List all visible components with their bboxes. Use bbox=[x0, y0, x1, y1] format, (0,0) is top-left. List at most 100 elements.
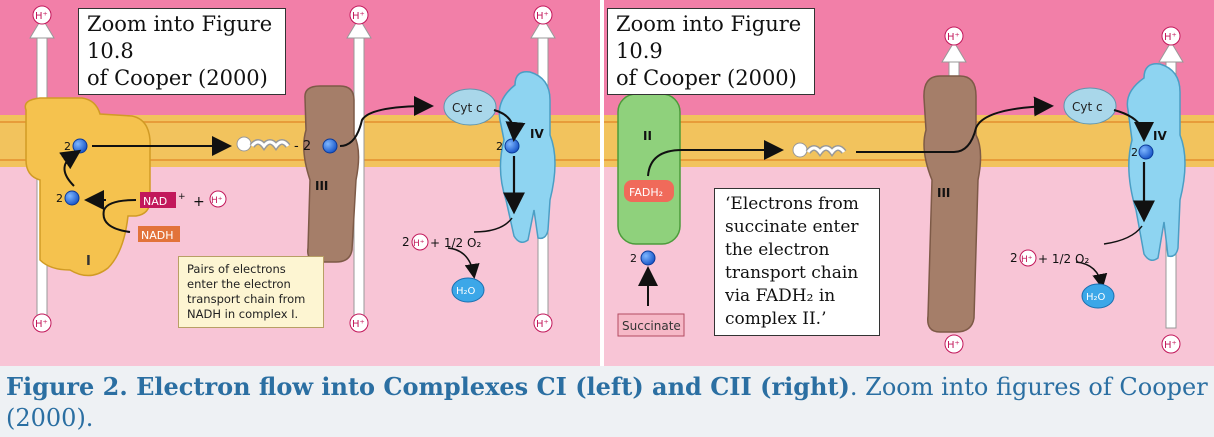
proton-icon: H⁺ bbox=[32, 313, 52, 333]
electron-icon bbox=[504, 138, 520, 154]
water-molecule-icon bbox=[1081, 283, 1115, 309]
proton-icon: H⁺ bbox=[944, 26, 964, 46]
electron-count: 2 bbox=[56, 192, 63, 205]
cyt-c-label: Cyt c bbox=[1072, 100, 1103, 114]
proton-label: H⁺ bbox=[1164, 340, 1177, 351]
proton-icon: H⁺ bbox=[32, 5, 52, 25]
zoom-label-right: Zoom into Figure 10.9 of Cooper (2000) bbox=[607, 8, 815, 95]
quote-line: the electron bbox=[725, 240, 830, 260]
nad-superscript: + bbox=[178, 192, 186, 202]
complex-iii-label: III bbox=[937, 186, 950, 200]
nad-box bbox=[140, 192, 176, 208]
electron-icon bbox=[72, 138, 88, 154]
proton-icon: H⁺ bbox=[349, 313, 369, 333]
electron-count: 2 bbox=[496, 140, 503, 153]
water-label: H₂O bbox=[456, 286, 476, 297]
note-line: NADH in complex I. bbox=[187, 307, 299, 321]
electron-flow-arrow bbox=[339, 96, 434, 147]
complex-i bbox=[24, 97, 151, 277]
proton-label: H⁺ bbox=[211, 196, 223, 206]
electron-icon bbox=[64, 190, 80, 206]
proton-icon: H⁺ bbox=[349, 5, 369, 25]
ubiquinone-electron-label: - 2 bbox=[294, 139, 311, 154]
note-line: Pairs of electrons bbox=[187, 262, 286, 276]
cyt-c bbox=[443, 88, 497, 126]
succinate-box bbox=[617, 313, 685, 337]
proton-label: H⁺ bbox=[1164, 32, 1177, 43]
electron-icon bbox=[640, 250, 656, 266]
proton-icon: H⁺ bbox=[533, 313, 553, 333]
electron-flow-arrow bbox=[59, 149, 82, 187]
quote-line: complex II.’ bbox=[725, 309, 827, 329]
proton-label: H⁺ bbox=[35, 319, 48, 330]
ubiquinone bbox=[236, 136, 291, 152]
cyt-c-label: Cyt c bbox=[452, 101, 483, 115]
fadh2-label: FADH₂ bbox=[629, 186, 663, 199]
proton-label: H⁺ bbox=[413, 239, 425, 249]
water-eq-coefficient: 2 bbox=[402, 235, 410, 249]
zoom-label-line: of Cooper (2000) bbox=[87, 66, 268, 90]
proton-icon: H⁺ bbox=[944, 334, 964, 354]
plus-sign: + bbox=[193, 194, 205, 210]
proton-label: H⁺ bbox=[536, 11, 549, 22]
quote-line: ‘Electrons from bbox=[725, 194, 859, 214]
quote-line: succinate enter bbox=[725, 217, 859, 237]
water-flow-arrow bbox=[447, 247, 480, 279]
inner-membrane bbox=[604, 115, 1214, 167]
cyt-c bbox=[1063, 87, 1117, 125]
caption-text: . Zoom into figures of Cooper (2000). bbox=[6, 373, 1208, 432]
note-line: enter the electron bbox=[187, 277, 291, 291]
nadh-oxidation-arrow bbox=[102, 199, 137, 233]
left-diagram-panel: I III IV Cyt c - 2 2 2 2 NAD + + H⁺ NADH… bbox=[0, 0, 600, 366]
zoom-label-left: Zoom into Figure 10.8 of Cooper (2000) bbox=[78, 8, 286, 95]
proton-icon bbox=[1019, 249, 1037, 267]
proton-icon bbox=[209, 190, 227, 208]
complex-iii-label: III bbox=[315, 179, 328, 193]
complex-ii-label: II bbox=[643, 129, 652, 143]
electron-flow-arrow bbox=[856, 96, 1054, 153]
quote-line: via FADH₂ in bbox=[725, 286, 836, 306]
note-line: transport chain from bbox=[187, 292, 306, 306]
proton-label: H⁺ bbox=[947, 340, 960, 351]
complex-iii bbox=[923, 75, 982, 333]
oxygen-flow-arrow bbox=[473, 217, 513, 233]
zoom-label-line: Zoom into Figure 10.9 bbox=[616, 12, 802, 63]
succinate-label: Succinate bbox=[622, 319, 681, 333]
complex-i-note: Pairs of electrons enter the electron tr… bbox=[178, 256, 324, 328]
complex-i-label: I bbox=[86, 254, 91, 269]
water-flow-arrow bbox=[1075, 261, 1108, 289]
electron-icon bbox=[1138, 144, 1154, 160]
proton-label: H⁺ bbox=[536, 319, 549, 330]
quote-line: transport chain bbox=[725, 263, 859, 283]
right-diagram-panel: II FADH₂ III IV Cyt c 2 2 Succinate 2 H⁺… bbox=[604, 0, 1214, 366]
figure-caption: Figure 2. Electron flow into Complexes C… bbox=[0, 366, 1214, 437]
oxygen-flow-arrow bbox=[1103, 225, 1143, 245]
zoom-label-line: of Cooper (2000) bbox=[616, 66, 797, 90]
caption-title: Figure 2. Electron flow into Complexes C… bbox=[6, 372, 850, 401]
proton-label: H⁺ bbox=[947, 32, 960, 43]
nadh-label: NADH bbox=[141, 229, 174, 242]
water-eq-oxygen: + 1/2 O₂ bbox=[430, 236, 481, 250]
nadh-box bbox=[138, 226, 180, 242]
complex-iii bbox=[303, 85, 360, 263]
proton-icon bbox=[411, 233, 429, 251]
water-label: H₂O bbox=[1086, 292, 1106, 303]
left-diagram: I III IV Cyt c - 2 2 2 2 NAD + + H⁺ NADH… bbox=[0, 0, 600, 366]
proton-icon: H⁺ bbox=[1161, 26, 1181, 46]
proton-icon: H⁺ bbox=[1161, 334, 1181, 354]
water-eq-coefficient: 2 bbox=[1010, 251, 1018, 265]
complex-iv-label: IV bbox=[530, 127, 544, 141]
nad-label: NAD bbox=[143, 195, 167, 208]
water-eq-oxygen: + 1/2 O₂ bbox=[1038, 252, 1089, 266]
fadh2-box bbox=[624, 180, 674, 202]
water-molecule-icon bbox=[451, 277, 485, 303]
proton-label: H⁺ bbox=[35, 11, 48, 22]
proton-label: H⁺ bbox=[1021, 255, 1033, 265]
complex-iv-label: IV bbox=[1153, 129, 1167, 143]
proton-label: H⁺ bbox=[352, 11, 365, 22]
proton-label: H⁺ bbox=[352, 319, 365, 330]
electron-flow-arrow bbox=[647, 140, 784, 177]
zoom-label-line: Zoom into Figure 10.8 bbox=[87, 12, 273, 63]
proton-icon: H⁺ bbox=[533, 5, 553, 25]
complex-ii-quote: ‘Electrons from succinate enter the elec… bbox=[714, 188, 880, 336]
